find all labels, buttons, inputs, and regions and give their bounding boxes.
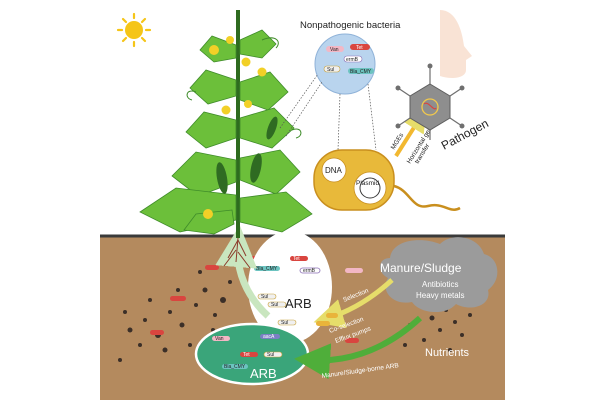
gene-sul-3: Sul: [281, 320, 288, 326]
human-face-icon: [440, 10, 472, 78]
heavy-metals-label: Heavy metals: [416, 291, 464, 300]
cucumber-plant: [139, 10, 313, 238]
sun-icon: [116, 12, 152, 48]
gene-bla-cmy-bottom: Bla_CMY: [224, 364, 246, 370]
tendrils: [186, 37, 302, 139]
soil-bacterium-pink: [345, 268, 363, 273]
gene-ermb: ermB: [303, 268, 316, 274]
gene-van-top: Van: [330, 47, 339, 53]
pathogen-label: Pathogen: [439, 116, 491, 152]
plant-leaves: [139, 29, 313, 235]
uptake-arrow: [215, 225, 271, 319]
plasmid-ring: [359, 177, 381, 199]
gene-sul-2: Sul: [271, 302, 278, 308]
top-circle-genes: Van Tet ermB Sul Bla_CMY: [323, 44, 374, 75]
gene-tet: Tet: [293, 256, 300, 262]
manure-label: Manure/Sludge: [380, 261, 462, 275]
nonpathogenic-label: Nonpathogenic bacteria: [300, 20, 401, 31]
manure-arb-arrow: [294, 315, 423, 380]
flagellum: [393, 184, 461, 211]
arb-top-label: ARB: [285, 296, 312, 311]
manure-cloud: [379, 237, 498, 313]
gene-tet-top: Tet: [356, 45, 363, 51]
gene-sul-1: Sul: [261, 294, 268, 300]
antibiotics-label: Antibiotics: [422, 280, 458, 289]
cucumbers: [216, 116, 278, 194]
plasmid-bubble: [353, 171, 387, 205]
arb-bottom-label: ARB: [250, 366, 277, 381]
plant-stake: [236, 10, 240, 238]
arb-top-cell: [248, 231, 332, 343]
gene-bla-cmy: Bla_CMY: [256, 266, 278, 272]
hgt-arrow: [394, 107, 427, 158]
efflux-bacterium-1: [316, 321, 330, 326]
plasmid-label: Plasmid: [356, 180, 380, 187]
gene-sul-bottom: Sul: [267, 352, 274, 358]
gene-sul-top: Sul: [327, 67, 334, 73]
dna-bubble: [321, 157, 347, 183]
arb-top-genes: Tet Bla_CMY ermB Sul Sul Sul: [254, 256, 321, 326]
flowers: [203, 36, 267, 219]
nutrients-label: Nutrients: [425, 347, 470, 359]
plant-roots: [223, 237, 251, 269]
gene-ermb-top: ermB: [346, 57, 359, 63]
efflux-bacterium-2: [326, 313, 338, 318]
dna-label: DNA: [325, 166, 343, 175]
nonpathogenic-bubble: [314, 33, 376, 95]
gene-aaca: aacA: [263, 334, 275, 340]
gene-tet-bottom: Tet: [243, 352, 250, 358]
pathogen-virus-icon: [395, 63, 465, 140]
zoom-lines: [279, 73, 377, 151]
gene-bla-cmy-top: Bla_CMY: [350, 69, 372, 75]
gene-van: Van: [215, 336, 224, 342]
arb-bottom-genes: Van aacA Tet Sul Bla_CMY: [212, 334, 283, 370]
